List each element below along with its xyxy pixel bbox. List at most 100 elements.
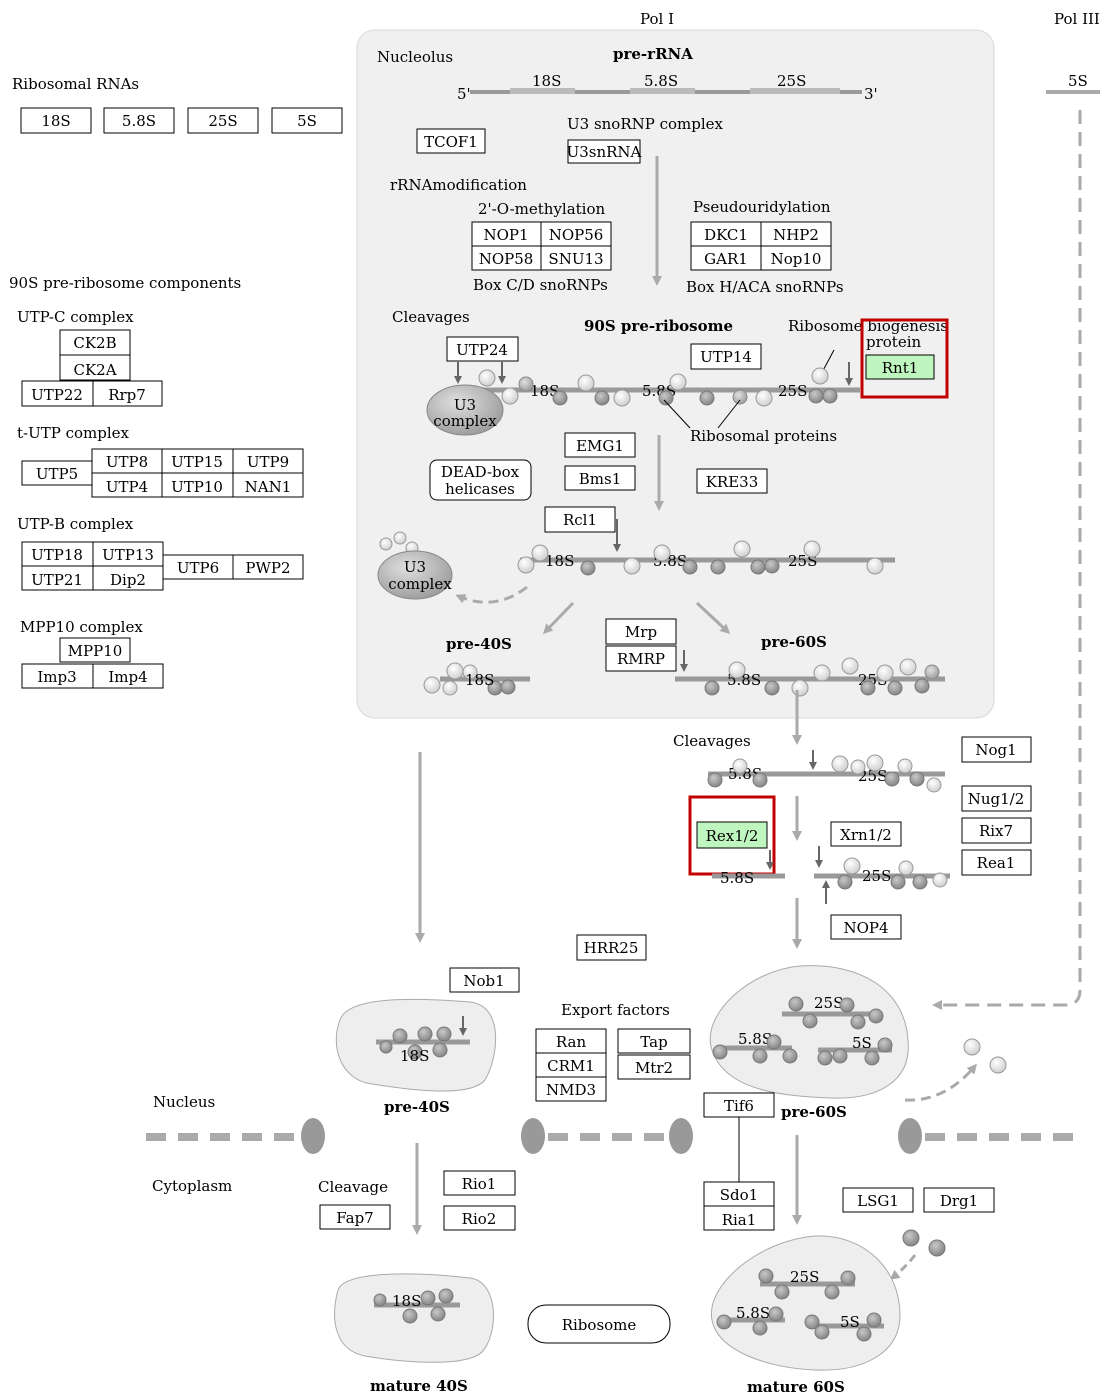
gene-box-drg1[interactable]: Drg1: [923, 1187, 995, 1213]
cyto-factor-2: [928, 1239, 946, 1257]
gene-label: UTP24: [456, 341, 508, 359]
gene-box-utp18[interactable]: UTP18: [21, 541, 94, 567]
gene-box-nop10[interactable]: Nop10: [760, 245, 832, 271]
gene-box-pwp2[interactable]: PWP2: [232, 554, 304, 580]
gene-box-dip2[interactable]: Dip2: [92, 565, 164, 591]
gene-box-utp6[interactable]: UTP6: [162, 554, 234, 580]
pre60s-25s-label: 25S: [814, 994, 843, 1012]
gene-box-rio1[interactable]: Rio1: [443, 1170, 516, 1196]
ribosomal-rnas-label: Ribosomal RNAs: [12, 75, 139, 93]
gene-box-ria1[interactable]: Ria1: [703, 1205, 775, 1231]
gene-box-ran[interactable]: Ran: [535, 1028, 607, 1054]
gene-box-utp8[interactable]: UTP8: [91, 448, 163, 474]
gene-box-snu13[interactable]: SNU13: [540, 245, 612, 271]
u3-complex-label: complex: [433, 412, 497, 430]
gene-box-utp14[interactable]: UTP14: [690, 343, 762, 370]
gene-box-dkc1[interactable]: DKC1: [690, 221, 762, 247]
gene-label: UTP10: [171, 478, 223, 496]
gene-box-utp4[interactable]: UTP4: [91, 472, 163, 498]
gene-box-nop58[interactable]: NOP58: [471, 245, 542, 271]
gene-box-mpp10[interactable]: MPP10: [59, 637, 131, 663]
gene-label: Nog1: [975, 741, 1016, 759]
gene-box-u3snrna[interactable]: U3snRNA: [567, 139, 642, 164]
gene-label: HRR25: [584, 939, 639, 957]
gene-label: NHP2: [773, 226, 819, 244]
gene-box-tcof1[interactable]: TCOF1: [416, 128, 486, 154]
gene-box-ck2b[interactable]: CK2B: [59, 329, 131, 356]
gene-box-utp10[interactable]: UTP10: [161, 472, 234, 498]
gene-box-utp24[interactable]: UTP24: [446, 336, 519, 362]
gene-box-tif6[interactable]: Tif6: [703, 1092, 775, 1118]
nucleolus-label: Nucleolus: [377, 48, 453, 66]
gene-box-imp4[interactable]: Imp4: [92, 663, 164, 689]
gene-box-mtr2[interactable]: Mtr2: [617, 1054, 691, 1080]
gene-box-crm1[interactable]: CRM1: [535, 1052, 607, 1078]
gene-box-xrn12[interactable]: Xrn1/2: [830, 821, 902, 847]
pre-rrna-label: pre-rRNA: [613, 45, 693, 63]
mpp10-complex-label: MPP10 complex: [20, 618, 143, 636]
arrow-to-pre40s: [542, 601, 575, 635]
cleavages2-label: Cleavages: [673, 732, 751, 750]
strand1-25s-label: 25S: [858, 767, 887, 785]
gene-box-kre33[interactable]: KRE33: [696, 468, 768, 494]
gene-box-tap[interactable]: Tap: [617, 1028, 691, 1054]
nuclear-pore-4: [898, 1118, 922, 1154]
gene-box-ck2a[interactable]: CK2A: [59, 354, 131, 381]
gene-box-nob1[interactable]: Nob1: [449, 967, 520, 993]
gene-label: UTP6: [177, 559, 219, 577]
pol1-label: Pol I: [640, 10, 674, 28]
gene-box-gar1[interactable]: GAR1: [690, 245, 762, 271]
cyto-factor-1: [902, 1229, 920, 1247]
gene-label: Sdo1: [720, 1186, 758, 1204]
gene-label: Rcl1: [563, 511, 597, 529]
gene-box-18s[interactable]: 18S: [20, 107, 92, 134]
gene-box-rcl1[interactable]: Rcl1: [544, 506, 616, 533]
gene-box-nop56[interactable]: NOP56: [540, 221, 612, 247]
pol3-5s-label: 5S: [1068, 72, 1088, 90]
gene-box-utp21[interactable]: UTP21: [21, 565, 94, 591]
gene-box-utp13[interactable]: UTP13: [92, 541, 164, 567]
components-90s-label: 90S pre-ribosome components: [9, 274, 241, 292]
gene-label: Tif6: [724, 1097, 754, 1115]
gene-box-imp3[interactable]: Imp3: [21, 663, 94, 689]
gene-box-nhp2[interactable]: NHP2: [760, 221, 832, 247]
dead-box-label-1: DEAD-box: [441, 463, 520, 481]
gene-box-utp15[interactable]: UTP15: [161, 448, 234, 474]
gene-box-hrr25[interactable]: HRR25: [576, 934, 647, 961]
gene-box-rmrp[interactable]: RMRP: [605, 645, 677, 672]
gene-box-nug12[interactable]: Nug1/2: [961, 785, 1032, 812]
gene-label: Ran: [556, 1033, 587, 1051]
gene-box-lsg1[interactable]: LSG1: [842, 1187, 914, 1213]
gene-box-nmd3[interactable]: NMD3: [535, 1076, 607, 1102]
gene-box-5-8s[interactable]: 5.8S: [103, 107, 175, 134]
released-factor-2: [989, 1056, 1007, 1074]
gene-label: TCOF1: [424, 133, 478, 151]
gene-box-5s[interactable]: 5S: [271, 107, 343, 134]
gene-box-utp22[interactable]: UTP22: [21, 380, 94, 407]
gene-box-nop1[interactable]: NOP1: [471, 221, 542, 247]
gene-box-nop4[interactable]: NOP4: [830, 914, 902, 940]
gene-box-mrp[interactable]: Mrp: [605, 618, 677, 645]
gene-box-fap7[interactable]: Fap7: [319, 1204, 391, 1230]
gene-box-utp5[interactable]: UTP5: [21, 460, 93, 486]
gene-box-rix7[interactable]: Rix7: [961, 817, 1032, 844]
gene-box-bms1[interactable]: Bms1: [564, 465, 636, 491]
strand2-25s-label: 25S: [862, 867, 891, 885]
gene-label: UTP8: [106, 453, 148, 471]
gene-box-rex12[interactable]: Rex1/2: [696, 821, 768, 849]
gene-box-nog1[interactable]: Nog1: [961, 736, 1032, 763]
rnt1-highlight-frame: [860, 318, 949, 399]
gene-box-emg1[interactable]: EMG1: [564, 432, 636, 458]
gene-box-rrp7[interactable]: Rrp7: [92, 380, 163, 407]
gene-box-25s[interactable]: 25S: [187, 107, 259, 134]
tutp-complex-label: t-UTP complex: [17, 424, 130, 442]
gene-box-sdo1[interactable]: Sdo1: [703, 1181, 775, 1207]
gene-box-nan1[interactable]: NAN1: [232, 472, 304, 498]
u3-complex-shape: [426, 384, 504, 436]
pre40s-proteins: [379, 1026, 452, 1060]
gene-box-utp9[interactable]: UTP9: [232, 448, 304, 474]
gene-box-rea1[interactable]: Rea1: [961, 849, 1032, 876]
gene-box-rio2[interactable]: Rio2: [443, 1205, 516, 1231]
gene-box-rnt1[interactable]: Rnt1: [865, 354, 935, 380]
